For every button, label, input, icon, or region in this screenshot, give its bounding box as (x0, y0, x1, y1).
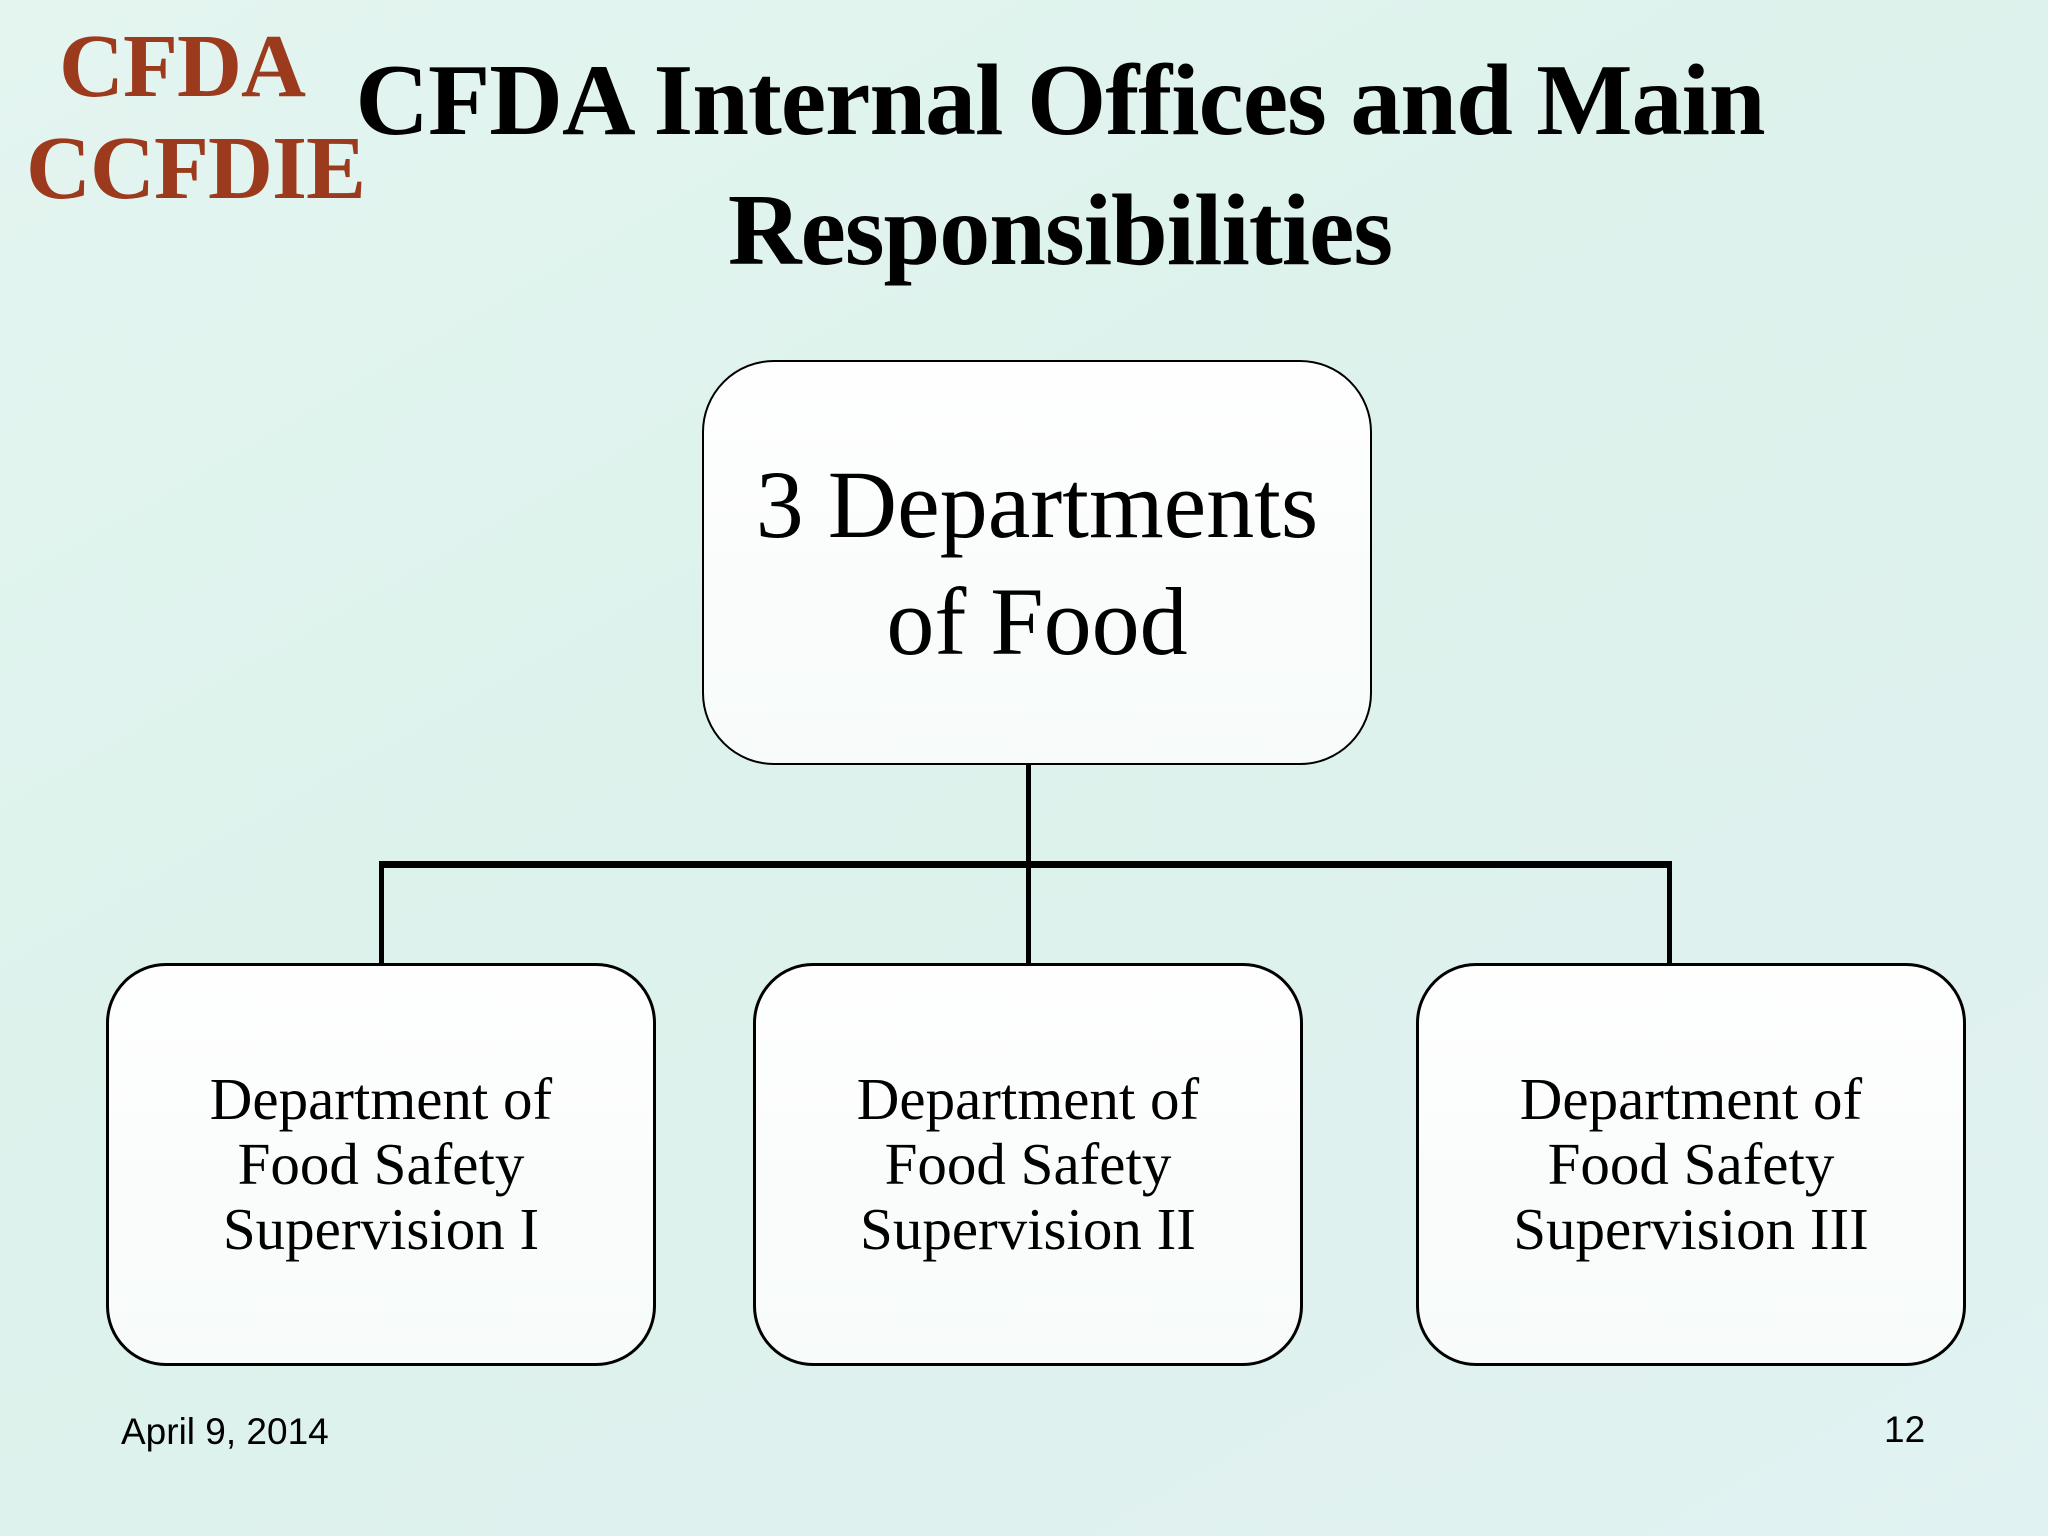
connector-right-vertical-line (1667, 868, 1672, 965)
connector-root-vertical-line (1026, 763, 1031, 867)
department-box-supervision-3: Department of Food Safety Supervision II… (1416, 963, 1966, 1366)
root-box-3-departments-of-food: 3 Departments of Food (702, 360, 1372, 765)
department-box-1-label-line-3: Supervision I (222, 1196, 540, 1262)
page-number: 12 (1884, 1409, 1926, 1450)
footer-date: April 9, 2014 (121, 1411, 329, 1452)
department-box-3-label-line-2: Food Safety (1547, 1131, 1835, 1197)
department-box-3-label-line-1: Department of (1519, 1066, 1863, 1132)
department-box-3-label: Department of Food Safety Supervision II… (1513, 1067, 1869, 1262)
department-box-1-label: Department of Food Safety Supervision I (210, 1067, 552, 1262)
cfda-logo: CFDA CCFDIE (26, 16, 366, 220)
department-box-1-label-line-2: Food Safety (237, 1131, 525, 1197)
title-line-1: CFDA Internal Offices and Main (355, 44, 1765, 157)
department-box-2-label: Department of Food Safety Supervision II (857, 1067, 1199, 1262)
root-box-label-line-2: of Food (886, 567, 1188, 675)
logo-line-2: CCFDIE (26, 119, 366, 218)
connector-left-vertical-line (379, 868, 384, 965)
department-box-3-label-line-3: Supervision III (1513, 1196, 1869, 1262)
title-line-2: Responsibilities (727, 174, 1393, 287)
logo-line-1: CFDA (59, 17, 306, 116)
connector-horizontal-line (379, 861, 1672, 868)
department-box-1-label-line-1: Department of (209, 1066, 553, 1132)
root-box-label: 3 Departments of Food (756, 446, 1319, 680)
department-box-2-label-line-2: Food Safety (884, 1131, 1172, 1197)
slide-title: CFDA Internal Offices and Main Responsib… (330, 36, 1790, 296)
department-box-2-label-line-1: Department of (856, 1066, 1200, 1132)
root-box-label-line-1: 3 Departments (755, 450, 1319, 558)
department-box-supervision-2: Department of Food Safety Supervision II (753, 963, 1303, 1366)
department-box-2-label-line-3: Supervision II (860, 1196, 1196, 1262)
connector-center-vertical-line (1026, 868, 1031, 965)
department-box-supervision-1: Department of Food Safety Supervision I (106, 963, 656, 1366)
